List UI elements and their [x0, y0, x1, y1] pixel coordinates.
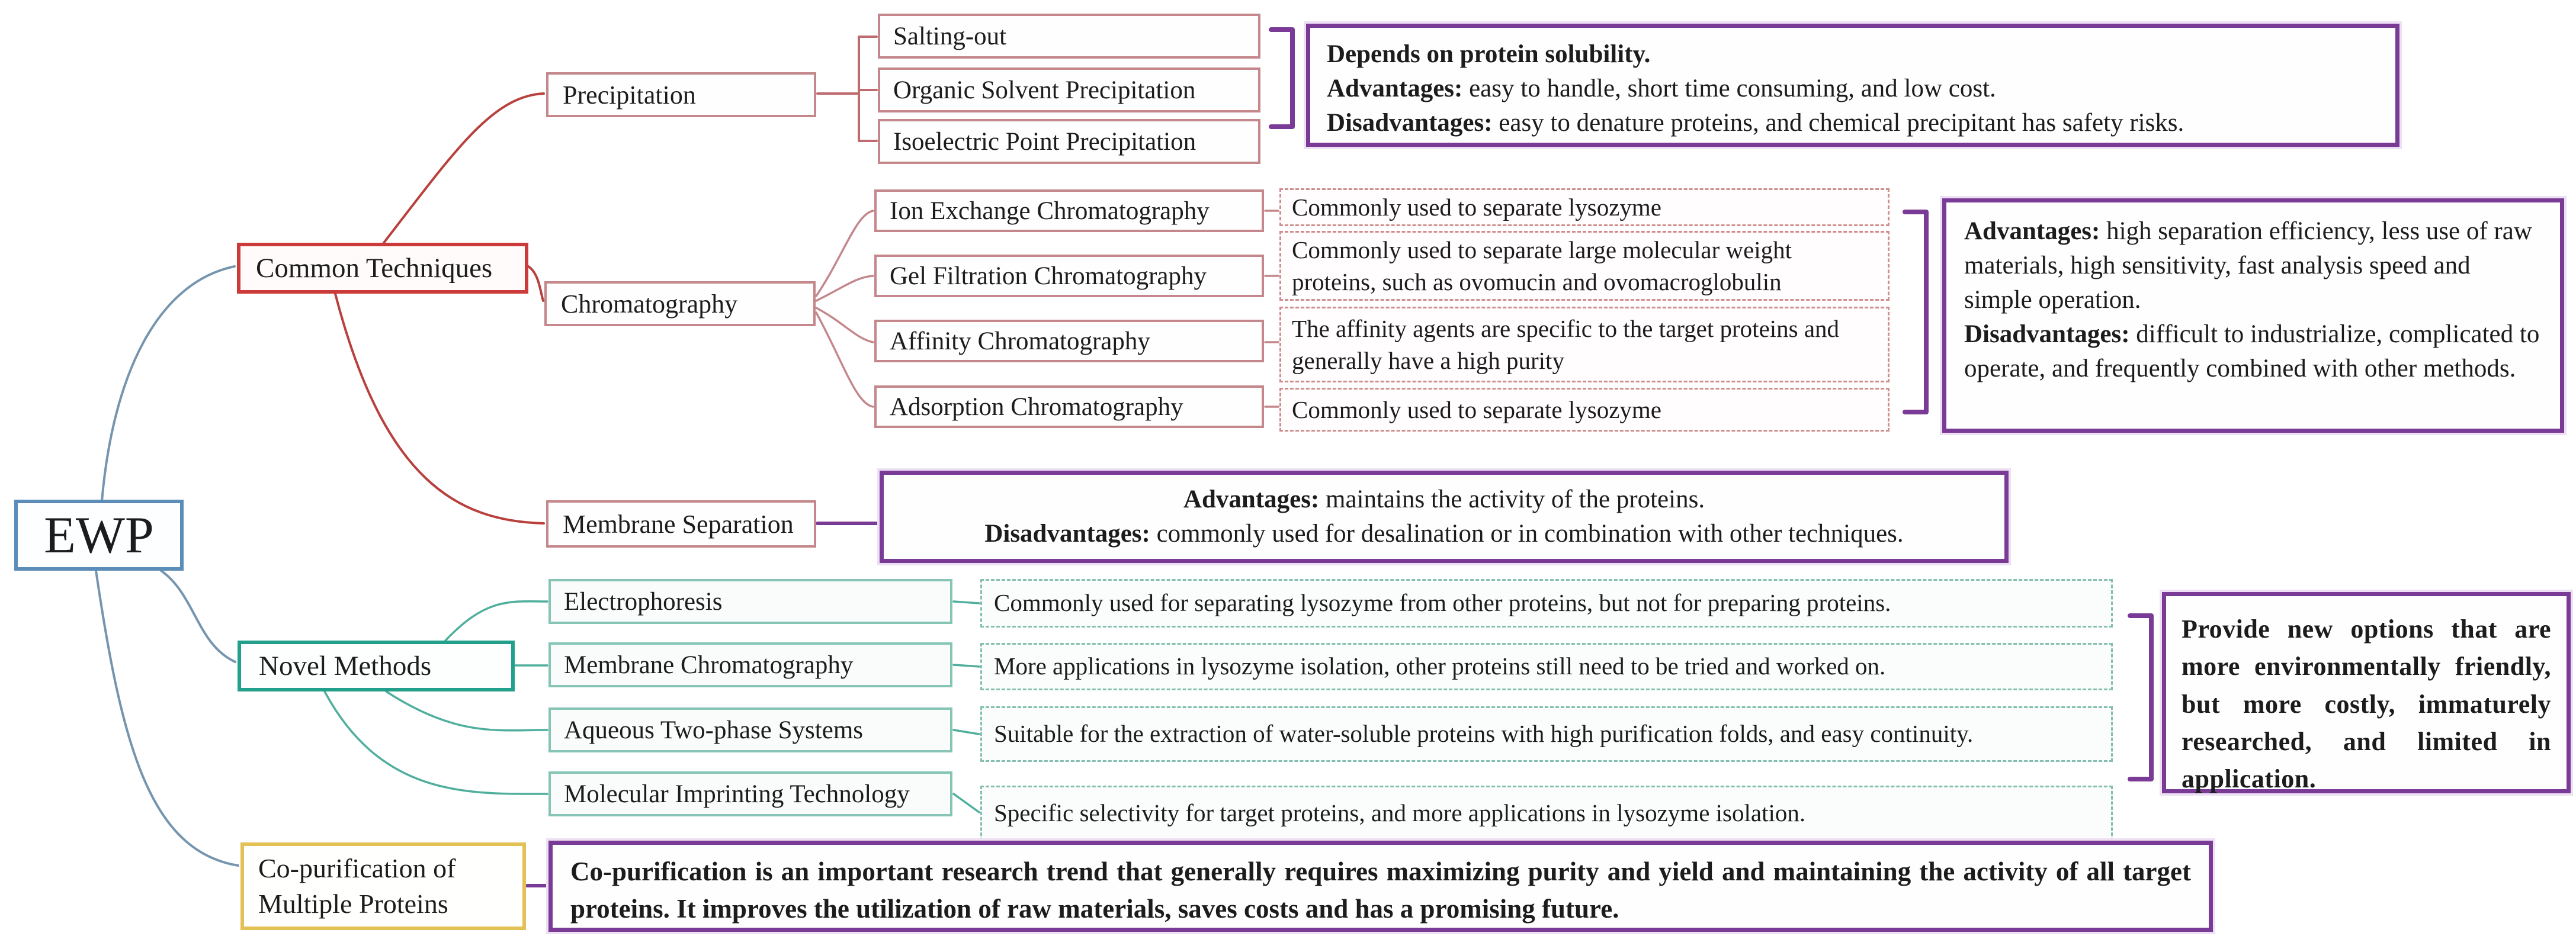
node-aqueous-two-phase: Aqueous Two-phase Systems	[548, 707, 952, 752]
summary-precipitation-disadvantages: Disadvantages: easy to denature proteins…	[1327, 109, 2184, 137]
edge-chrom-adsorption	[815, 311, 874, 408]
node-molecular-imprinting-label: Molecular Imprinting Technology	[564, 780, 910, 808]
node-copurification: Co-purification of Multiple Proteins	[240, 842, 526, 930]
node-chromatography-label: Chromatography	[561, 289, 738, 319]
summary-novel-methods-text: Provide new options that are more enviro…	[2182, 615, 2551, 794]
edge-ewp-novel	[160, 570, 236, 663]
note-molecular-imprinting: Specific selectivity for target proteins…	[980, 786, 2113, 841]
node-salting-out-label: Salting-out	[893, 22, 1007, 50]
summary-precipitation-advantages: Advantages: easy to handle, short time c…	[1327, 75, 1996, 103]
node-organic-solvent-label: Organic Solvent Precipitation	[893, 76, 1196, 104]
node-common-techniques: Common Techniques	[237, 243, 528, 294]
bracket-novel-summary	[2128, 613, 2154, 781]
note-affinity-text: The affinity agents are specific to the …	[1292, 314, 1840, 374]
bracket-precipitation-summary	[1269, 27, 1295, 129]
node-precipitation: Precipitation	[546, 72, 816, 117]
node-ion-exchange-label: Ion Exchange Chromatography	[890, 197, 1210, 225]
summary-novel-methods: Provide new options that are more enviro…	[2162, 592, 2571, 793]
node-adsorption-label: Adsorption Chromatography	[890, 393, 1183, 421]
stub-electrophoresis-note	[952, 600, 980, 604]
note-electrophoresis: Commonly used for separating lysozyme fr…	[980, 579, 2113, 628]
node-common-techniques-label: Common Techniques	[256, 253, 493, 284]
note-gel-filtration: Commonly used to separate large molecula…	[1279, 231, 1890, 301]
note-molecular-imprinting-text: Specific selectivity for target proteins…	[994, 799, 1806, 827]
node-molecular-imprinting: Molecular Imprinting Technology	[548, 771, 952, 816]
node-organic-solvent-precipitation: Organic Solvent Precipitation	[878, 67, 1260, 112]
note-adsorption-text: Commonly used to separate lysozyme	[1292, 395, 1661, 423]
note-aqueous-two-phase-text: Suitable for the extraction of water-sol…	[994, 720, 1974, 748]
node-gel-filtration-label: Gel Filtration Chromatography	[890, 262, 1207, 290]
summary-copurification-text: Co-purification is an important research…	[570, 857, 2191, 924]
node-ion-exchange-chromatography: Ion Exchange Chromatography	[874, 189, 1264, 232]
note-affinity: The affinity agents are specific to the …	[1279, 307, 1890, 382]
node-electrophoresis-label: Electrophoresis	[564, 587, 723, 616]
node-affinity-chromatography: Affinity Chromatography	[874, 320, 1264, 362]
node-salting-out: Salting-out	[878, 14, 1260, 59]
node-isoelectric-point-precipitation: Isoelectric Point Precipitation	[878, 119, 1260, 164]
note-adsorption: Commonly used to separate lysozyme	[1279, 388, 1890, 432]
node-chromatography: Chromatography	[544, 281, 816, 326]
summary-chromatography-disadvantages: Disadvantages: difficult to industrializ…	[1964, 320, 2540, 383]
node-novel-methods: Novel Methods	[238, 641, 515, 691]
summary-precipitation: Depends on protein solubility. Advantage…	[1306, 24, 2399, 147]
bracket-chromatography-summary	[1903, 210, 1929, 414]
node-electrophoresis: Electrophoresis	[548, 579, 952, 624]
stub-aqueous-note	[952, 729, 980, 735]
edge-chrom-affinity	[815, 307, 874, 343]
node-membrane-chromatography: Membrane Chromatography	[548, 642, 952, 687]
node-precipitation-label: Precipitation	[563, 80, 696, 110]
node-affinity-label: Affinity Chromatography	[890, 327, 1150, 355]
edge-novel-electrophoresis	[444, 600, 548, 642]
note-ion-exchange-text: Commonly used to separate lysozyme	[1292, 193, 1661, 221]
edge-novel-aqueous	[385, 690, 548, 732]
node-isoelectric-point-label: Isoelectric Point Precipitation	[893, 127, 1196, 156]
summary-membrane-disadvantages: Disadvantages: commonly used for desalin…	[984, 520, 1904, 548]
node-ewp-label: EWP	[44, 506, 154, 564]
node-membrane-separation: Membrane Separation	[546, 500, 816, 548]
note-electrophoresis-text: Commonly used for separating lysozyme fr…	[994, 589, 1891, 617]
node-copurification-label: Co-purification of Multiple Proteins	[258, 853, 456, 919]
summary-copurification: Co-purification is an important research…	[548, 841, 2213, 932]
edge-ewp-copurification	[95, 570, 239, 867]
stub-molecular-note	[952, 793, 980, 813]
summary-precipitation-headline: Depends on protein solubility.	[1327, 40, 1651, 68]
summary-membrane-advantages: Advantages: maintains the activity of th…	[1183, 485, 1705, 513]
edge-common-precipitation	[383, 92, 545, 244]
edge-common-chromatography	[527, 265, 544, 302]
summary-chromatography-advantages: Advantages: high separation efficiency, …	[1964, 217, 2532, 314]
edge-chrom-gel-filtration	[815, 275, 874, 302]
node-membrane-separation-label: Membrane Separation	[563, 509, 794, 539]
node-ewp: EWP	[14, 500, 184, 571]
note-membrane-chromatography: More applications in lysozyme isolation,…	[980, 643, 2113, 690]
summary-chromatography: Advantages: high separation efficiency, …	[1942, 198, 2564, 433]
note-membrane-chromatography-text: More applications in lysozyme isolation,…	[994, 652, 1886, 680]
edge-ewp-common	[101, 265, 236, 502]
note-aqueous-two-phase: Suitable for the extraction of water-sol…	[980, 706, 2113, 762]
node-membrane-chromatography-label: Membrane Chromatography	[564, 651, 854, 679]
node-novel-methods-label: Novel Methods	[259, 651, 432, 681]
note-gel-filtration-text: Commonly used to separate large molecula…	[1292, 236, 1792, 295]
node-adsorption-chromatography: Adsorption Chromatography	[874, 385, 1264, 428]
edge-common-membrane	[334, 292, 545, 525]
node-gel-filtration-chromatography: Gel Filtration Chromatography	[874, 255, 1264, 297]
edge-novel-molecular	[323, 690, 548, 795]
summary-membrane-separation: Advantages: maintains the activity of th…	[880, 471, 2009, 563]
stub-membrane-chromatography-note	[952, 664, 980, 668]
node-aqueous-two-phase-label: Aqueous Two-phase Systems	[564, 716, 863, 744]
edge-chrom-ion-exchange	[815, 210, 874, 297]
note-ion-exchange: Commonly used to separate lysozyme	[1279, 188, 1890, 226]
